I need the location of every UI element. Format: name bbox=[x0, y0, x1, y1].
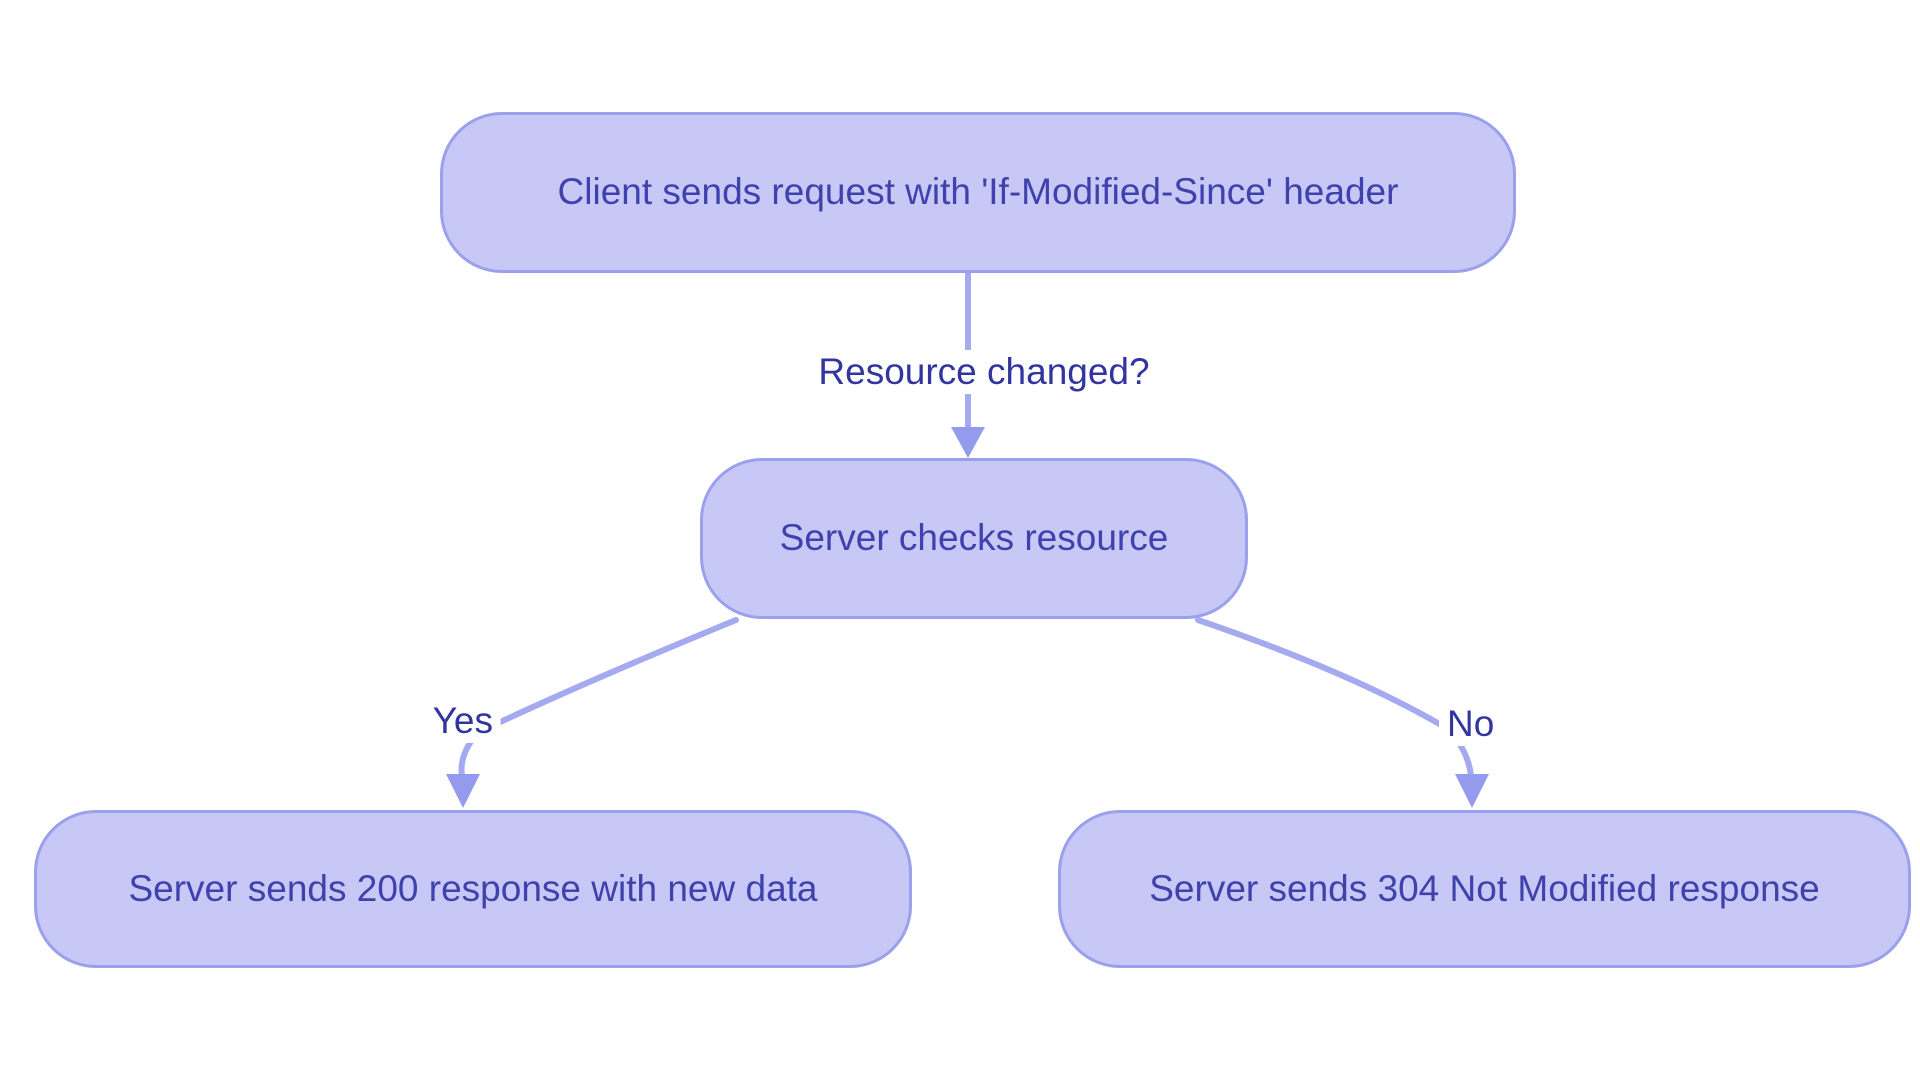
edge-label-resource-changed: Resource changed? bbox=[810, 350, 1158, 394]
node-server-checks-resource: Server checks resource bbox=[700, 458, 1248, 619]
edge-check-resp200-arrowhead-icon bbox=[446, 774, 480, 808]
node-server-sends-304: Server sends 304 Not Modified response bbox=[1058, 810, 1911, 968]
node-client-request-label: Client sends request with 'If-Modified-S… bbox=[557, 171, 1399, 213]
edge-label-yes: Yes bbox=[424, 699, 501, 743]
edge-start-check-arrowhead-icon bbox=[951, 427, 985, 458]
node-server-checks-resource-label: Server checks resource bbox=[779, 517, 1169, 559]
node-server-sends-304-label: Server sends 304 Not Modified response bbox=[1149, 867, 1820, 909]
edge-check-resp200-segment-a bbox=[493, 617, 739, 727]
node-server-sends-200-label: Server sends 200 response with new data bbox=[128, 867, 818, 909]
node-server-sends-200: Server sends 200 response with new data bbox=[34, 810, 912, 968]
edge-check-resp304-arrowhead-icon bbox=[1455, 774, 1489, 808]
edge-label-no: No bbox=[1439, 702, 1503, 746]
edge-check-resp304-segment-a bbox=[1195, 617, 1446, 729]
node-client-request: Client sends request with 'If-Modified-S… bbox=[440, 112, 1516, 273]
